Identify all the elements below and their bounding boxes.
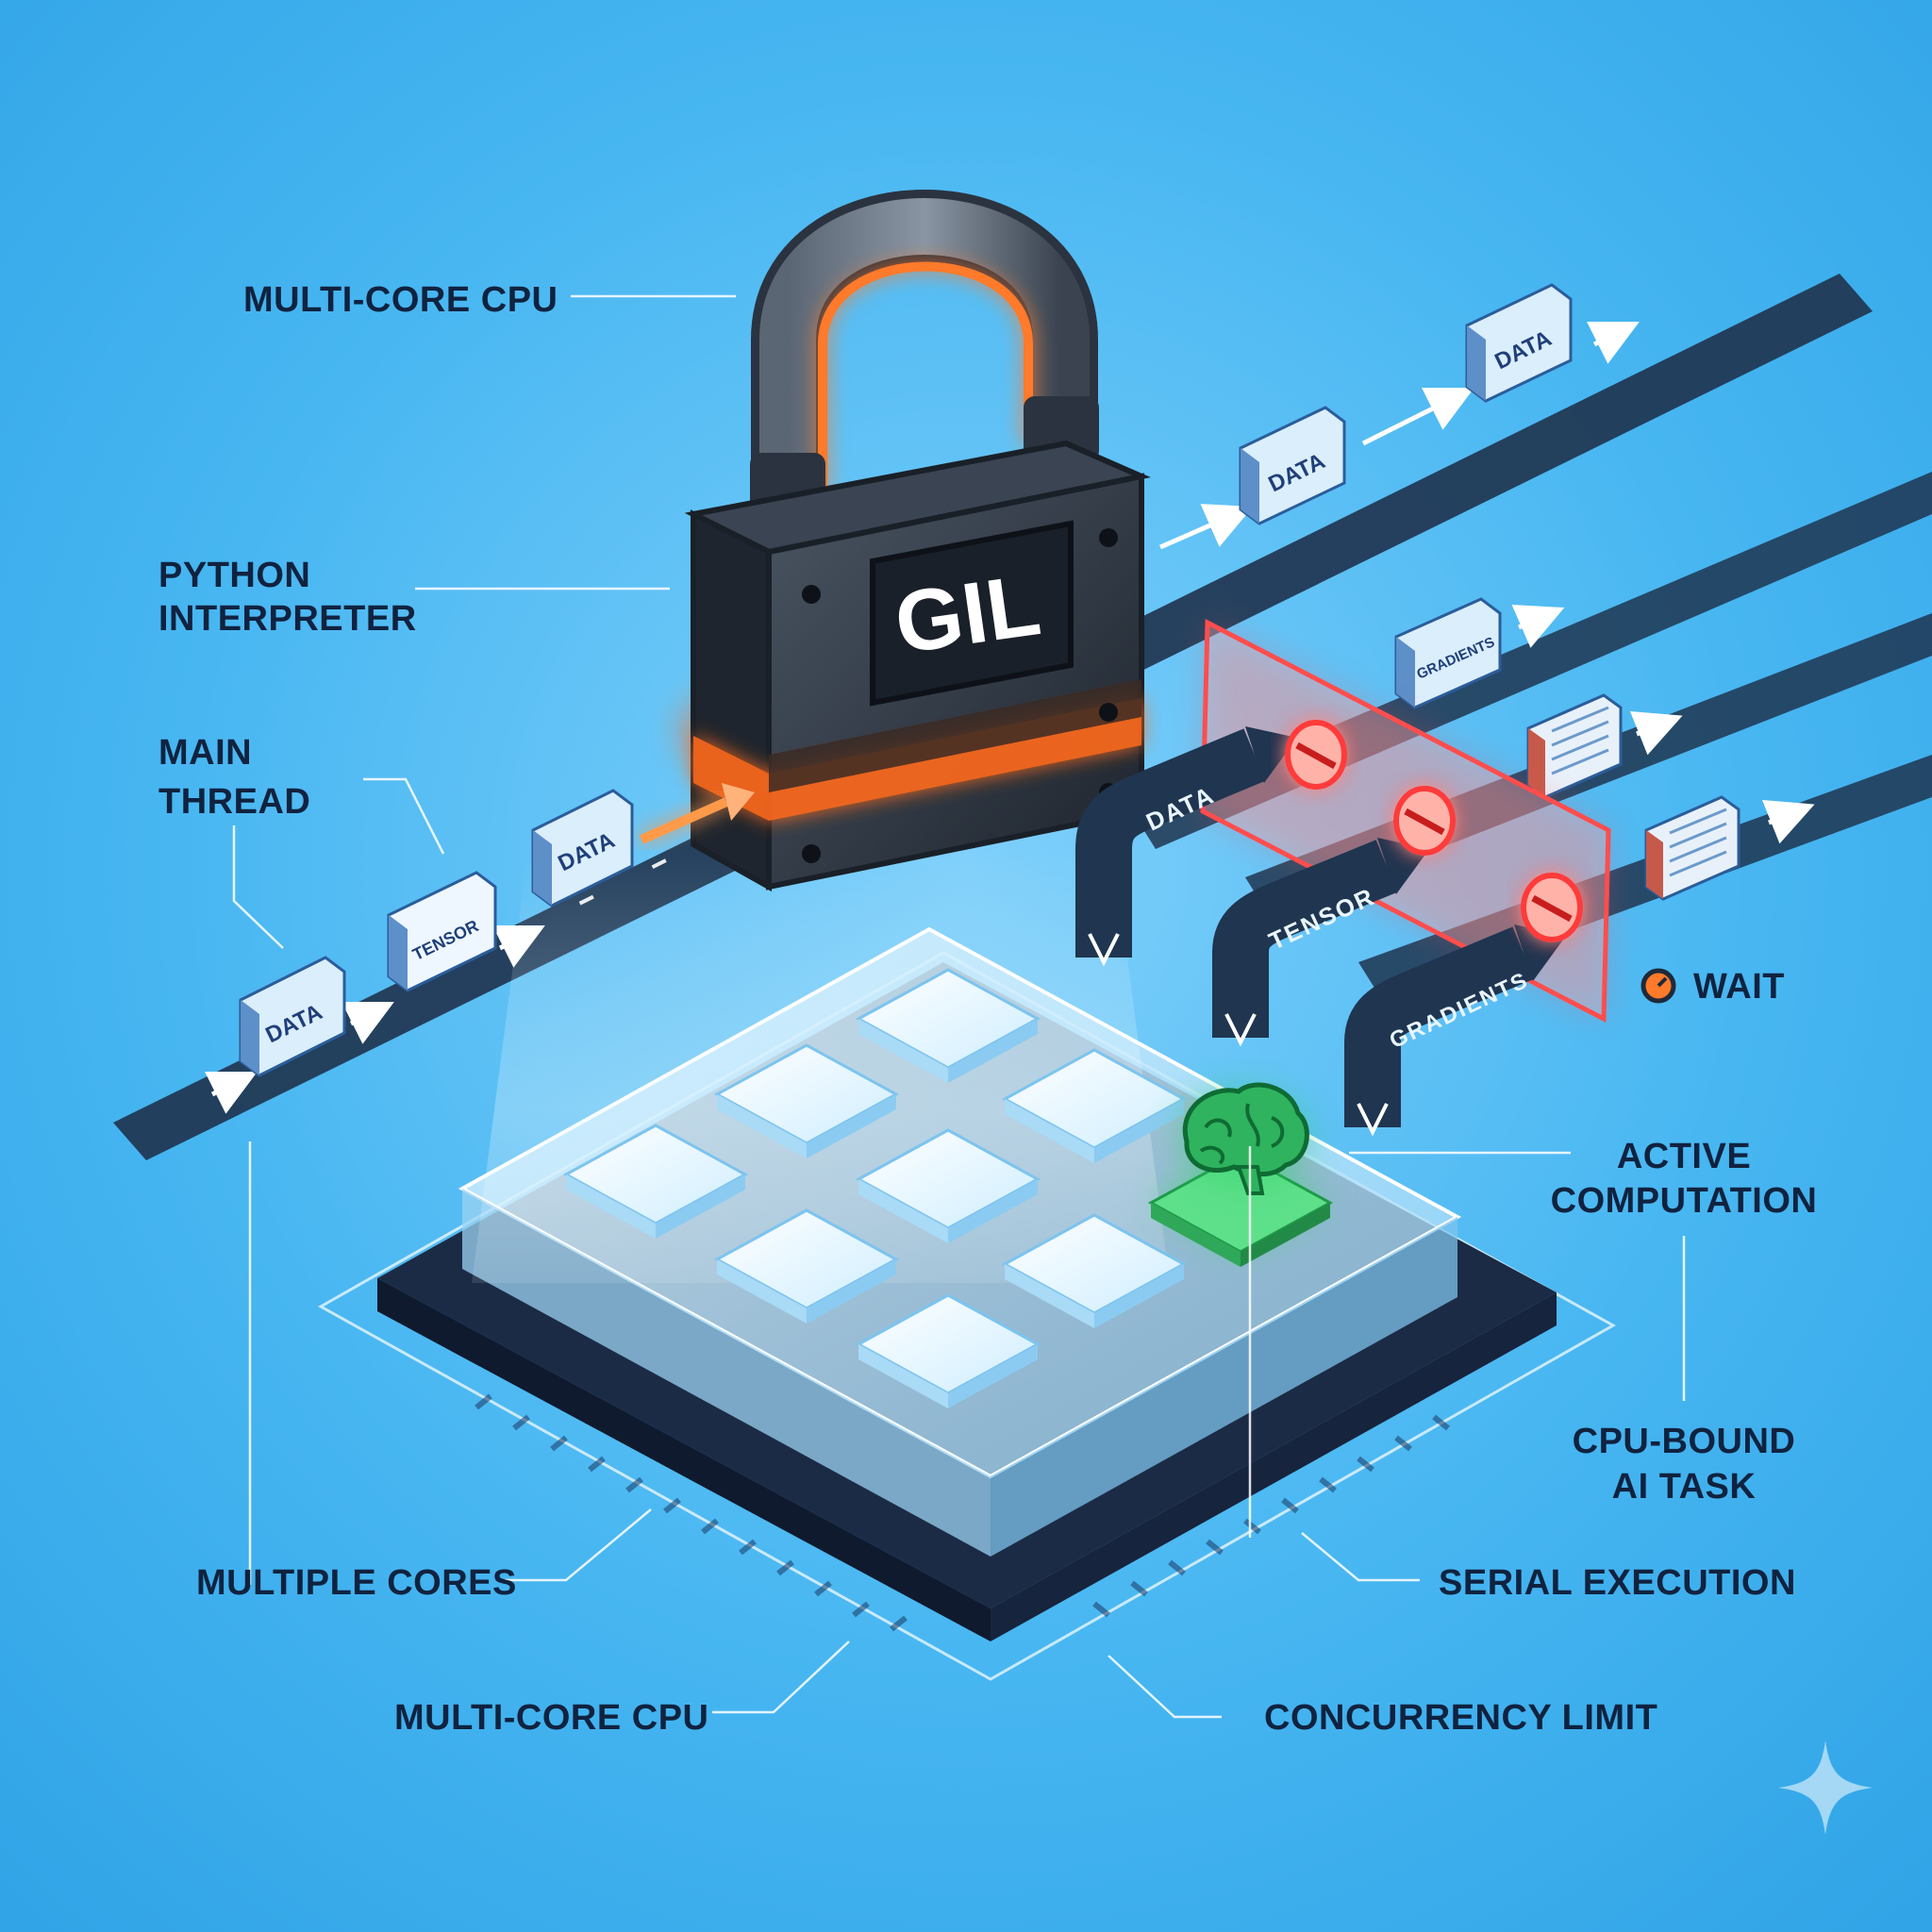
active-core <box>1147 1152 1334 1267</box>
core <box>855 1293 1041 1408</box>
label-cpu-bound-line2: AI TASK <box>1612 1467 1757 1507</box>
label-active-line2: COMPUTATION <box>1551 1181 1818 1221</box>
label-active-line1: ACTIVE <box>1617 1137 1751 1176</box>
captions: MULTI-CORE CPU PYTHON INTERPRETER MAIN T… <box>158 280 1817 1738</box>
stop-icons <box>1285 720 1583 942</box>
brain-icon <box>1177 1082 1309 1195</box>
label-python-line2: INTERPRETER <box>158 599 417 639</box>
padlock-icon <box>684 190 1151 892</box>
core <box>562 1124 749 1239</box>
stop-icon <box>1521 873 1583 942</box>
packet-1: TENSOR <box>387 871 497 992</box>
upper-packet-1: DATA <box>1465 283 1573 403</box>
label-python-line1: PYTHON <box>158 556 310 595</box>
stop-icon <box>1393 786 1456 856</box>
label-concurrency-limit: CONCURRENCY LIMIT <box>1264 1698 1657 1738</box>
label-bottom-cpu: MULTI-CORE CPU <box>394 1698 709 1738</box>
core <box>1001 1213 1188 1328</box>
label-main-line2: THREAD <box>158 782 310 822</box>
blocked-thread-arrows: DATA TENSOR GRADIENTS <box>1075 726 1566 1137</box>
packet-2: DATA <box>531 789 634 908</box>
label-main-line1: MAIN <box>158 733 252 773</box>
main-thread-packets: DATA TENSOR DATA <box>239 789 634 1077</box>
label-wait: WAIT <box>1693 967 1785 1007</box>
grid-packet <box>1644 795 1740 901</box>
sparkle-icon <box>1778 1740 1873 1835</box>
core <box>713 1208 900 1324</box>
entry-arrow <box>639 783 755 844</box>
stop-icon <box>1285 720 1347 790</box>
cpu-pins <box>475 1393 1450 1632</box>
label-cpu-bound-line1: CPU-BOUND <box>1573 1422 1796 1461</box>
grid-packet <box>1526 693 1623 799</box>
label-multiple-cores: MULTIPLE CORES <box>196 1563 517 1603</box>
gil-label: GIL <box>890 557 1046 672</box>
packet-0: DATA <box>239 956 346 1077</box>
label-serial-execution: SERIAL EXECUTION <box>1439 1563 1796 1603</box>
core <box>855 968 1041 1083</box>
side-packets: GRADIENTS <box>1394 597 1740 901</box>
label-top-cpu: MULTI-CORE CPU <box>243 280 558 320</box>
wait-clock-icon <box>1641 968 1676 1004</box>
upper-packets: DATA DATA <box>1239 283 1573 525</box>
gradients-packet: GRADIENTS <box>1394 597 1502 709</box>
cpu-cores <box>562 968 1334 1408</box>
core <box>713 1043 900 1158</box>
upper-packet-0: DATA <box>1239 406 1346 525</box>
leader-lines <box>232 294 1686 1719</box>
core <box>855 1128 1041 1243</box>
core <box>1001 1048 1188 1163</box>
